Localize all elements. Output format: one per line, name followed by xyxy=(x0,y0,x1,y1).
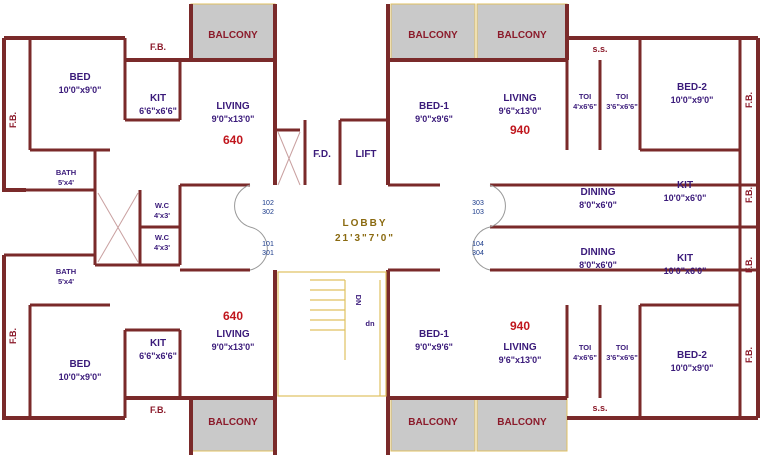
balcony-top-west xyxy=(190,3,276,61)
room-kit: KIT xyxy=(677,180,693,191)
room-dining: DINING xyxy=(581,187,616,198)
balcony-label: BALCONY xyxy=(408,30,458,41)
room-living: LIVING xyxy=(216,329,250,340)
balcony-bot-west xyxy=(190,397,276,452)
room-bed2-dim: 10'0"x9'0" xyxy=(671,95,714,105)
flat-no: 304 xyxy=(472,250,484,257)
room-toi-dim: 4'x6'6" xyxy=(573,102,597,111)
flat-no: 302 xyxy=(262,209,274,216)
room-living-dim: 9'6"x13'0" xyxy=(499,106,542,116)
room-living-dim: 9'0"x13'0" xyxy=(212,342,255,352)
fb-label: F.B. xyxy=(150,42,166,52)
room-lift: LIFT xyxy=(355,149,376,160)
fb-label: F.B. xyxy=(8,328,18,344)
fb-label: F.B. xyxy=(150,405,166,415)
room-wc-dim: 4'x3' xyxy=(154,243,170,252)
room-bed2-dim: 10'0"x9'0" xyxy=(671,363,714,373)
balcony-label: BALCONY xyxy=(408,417,458,428)
room-kit-dim: 10'0"x6'0" xyxy=(664,266,707,276)
balconies xyxy=(190,3,568,452)
flat-no: 301 xyxy=(262,250,274,257)
room-wc-dim: 4'x3' xyxy=(154,211,170,220)
room-living-dim: 9'6"x13'0" xyxy=(499,355,542,365)
room-bed2: BED-2 xyxy=(677,82,707,93)
room-wc: W.C xyxy=(155,233,170,242)
room-bed1-dim: 9'0"x9'6" xyxy=(415,114,453,124)
ss-label: s.s. xyxy=(592,44,607,54)
room-kit-dim: 6'6"x6'6" xyxy=(139,106,177,116)
room-kit: KIT xyxy=(677,253,693,264)
balcony-top-east-2 xyxy=(476,3,568,61)
room-toi: TOI xyxy=(579,92,591,101)
flat-number: 640 xyxy=(223,133,243,147)
room-toi-dim: 4'x6'6" xyxy=(573,353,597,362)
room-bath-dim: 5'x4' xyxy=(58,277,74,286)
flat-no: 101 xyxy=(262,241,274,248)
room-bed2: BED-2 xyxy=(677,350,707,361)
room-dining-dim: 8'0"x6'0" xyxy=(579,260,617,270)
room-bed1: BED-1 xyxy=(419,329,449,340)
flat-no: 303 xyxy=(472,200,484,207)
fb-label: F.B. xyxy=(744,92,754,108)
lobby-dim: 21'3"7'0" xyxy=(335,233,395,244)
room-living: LIVING xyxy=(503,342,537,353)
balcony-top-east-1 xyxy=(390,3,476,61)
room-bed1-dim: 9'0"x9'6" xyxy=(415,342,453,352)
room-living-dim: 9'0"x13'0" xyxy=(212,114,255,124)
interior-walls xyxy=(4,38,758,418)
room-toi: TOI xyxy=(616,343,628,352)
balcony-bot-east-2 xyxy=(476,397,568,452)
flat-no: 102 xyxy=(262,200,274,207)
balcony-bot-east-1 xyxy=(390,397,476,452)
balcony-label: BALCONY xyxy=(208,30,258,41)
room-kit: KIT xyxy=(150,338,166,349)
room-bed-dim: 10'0"x9'0" xyxy=(59,372,102,382)
lobby-doors xyxy=(234,184,506,271)
room-bed: BED xyxy=(69,359,90,370)
flat-number: 940 xyxy=(510,123,530,137)
stair-dn: DN xyxy=(354,295,363,306)
room-toi: TOI xyxy=(616,92,628,101)
fb-label: F.B. xyxy=(744,187,754,203)
duct-crosses xyxy=(97,131,301,263)
room-toi-dim: 3'6"x6'6" xyxy=(606,353,638,362)
fb-label: F.B. xyxy=(744,257,754,273)
room-bed-dim: 10'0"x9'0" xyxy=(59,85,102,95)
staircase xyxy=(277,271,387,397)
room-bath: BATH xyxy=(56,168,76,177)
flat-number: 640 xyxy=(223,309,243,323)
fb-label: F.B. xyxy=(8,112,18,128)
balcony-label: BALCONY xyxy=(497,30,547,41)
balcony-label: BALCONY xyxy=(497,417,547,428)
stair-up: up xyxy=(365,320,375,329)
flat-no: 103 xyxy=(472,209,484,216)
room-living: LIVING xyxy=(216,101,250,112)
room-bed: BED xyxy=(69,72,90,83)
fb-label: F.B. xyxy=(744,347,754,363)
lobby-label: LOBBY xyxy=(343,218,388,229)
flat-no: 104 xyxy=(472,241,484,248)
room-toi: TOI xyxy=(579,343,591,352)
room-dining-dim: 8'0"x6'0" xyxy=(579,200,617,210)
room-toi-dim: 3'6"x6'6" xyxy=(606,102,638,111)
room-kit-dim: 10'0"x6'0" xyxy=(664,193,707,203)
room-bed1: BED-1 xyxy=(419,101,449,112)
room-kit: KIT xyxy=(150,93,166,104)
room-living: LIVING xyxy=(503,93,537,104)
room-kit-dim: 6'6"x6'6" xyxy=(139,351,177,361)
balcony-label: BALCONY xyxy=(208,417,258,428)
room-dining: DINING xyxy=(581,247,616,258)
ss-label: s.s. xyxy=(592,403,607,413)
room-wc: W.C xyxy=(155,201,170,210)
room-bath-dim: 5'x4' xyxy=(58,178,74,187)
flat-number: 940 xyxy=(510,319,530,333)
room-fd: F.D. xyxy=(313,149,331,160)
room-bath: BATH xyxy=(56,267,76,276)
